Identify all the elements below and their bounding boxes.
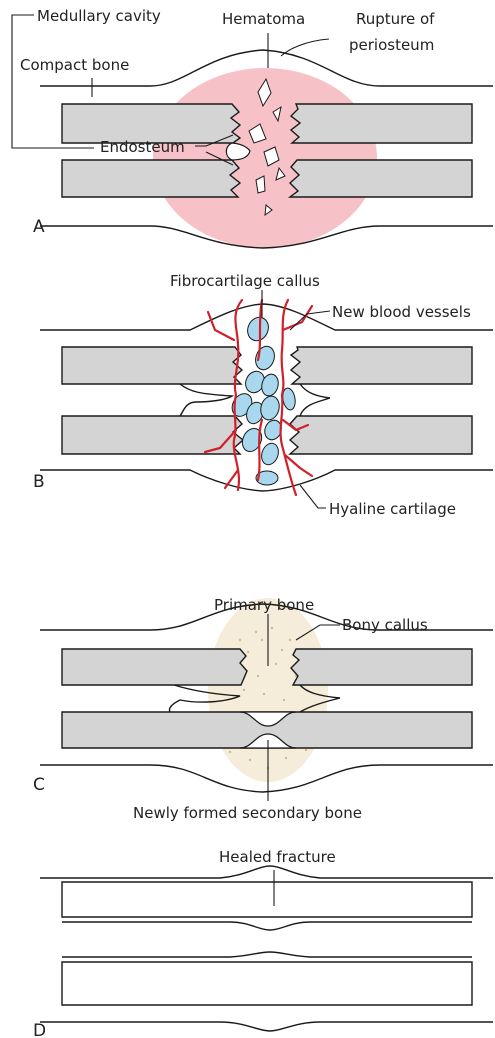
new-blood-vessels-label: New blood vessels [332, 303, 471, 321]
panel-letter-d: D [33, 1021, 46, 1038]
primary-bone-label: Primary bone [214, 596, 314, 614]
bone-upper-inner-d [62, 922, 472, 930]
bony-callus-label: Bony callus [342, 616, 428, 634]
panel-d: Healed fracture D [33, 848, 493, 1038]
fibrocartilage-callus-label: Fibrocartilage callus [170, 272, 320, 290]
bone-upper-left-b [62, 347, 242, 384]
panel-letter-a: A [33, 217, 45, 237]
hematoma-label: Hematoma [222, 10, 305, 28]
bone-upper-right-b [291, 347, 472, 384]
bone-lower-right-b [290, 416, 472, 454]
bone-lower-d [62, 962, 472, 1005]
compact-bone-label: Compact bone [20, 56, 129, 74]
hyaline-cartilage-label: Hyaline cartilage [329, 500, 456, 518]
panel-letter-c: C [33, 775, 45, 795]
medullary-cavity-label: Medullary cavity [37, 7, 161, 25]
bone-upper-right-a [291, 104, 472, 143]
bone-upper-d [62, 882, 472, 917]
bone-upper-right-c [291, 649, 472, 685]
bone-lower-left-a [62, 160, 240, 197]
bone-lower-inner-d [62, 952, 472, 957]
rupture-periosteum-label-2: periosteum [349, 36, 434, 54]
rupture-periosteum-label-1: Rupture of [356, 10, 435, 28]
panel-a: Medullary cavity Hematoma Rupture of per… [12, 7, 493, 248]
endosteum-label: Endosteum [100, 138, 185, 156]
healed-fracture-label: Healed fracture [219, 848, 336, 866]
panel-b: Fibrocartilage callus New blood vessels … [33, 272, 493, 518]
newly-formed-secondary-bone-label: Newly formed secondary bone [133, 804, 362, 822]
bone-upper-left-c [62, 649, 247, 685]
panel-letter-b: B [33, 472, 45, 492]
panel-c: Primary bone Bony callus Newly formed se… [33, 596, 493, 822]
bone-lower-right-a [290, 160, 472, 197]
